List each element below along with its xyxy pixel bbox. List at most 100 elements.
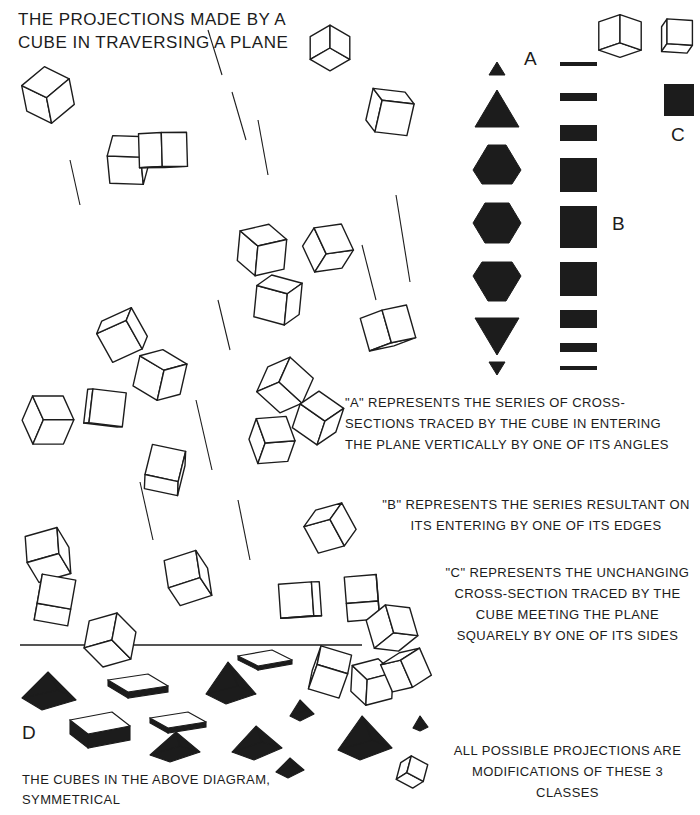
falling-cube (249, 416, 295, 463)
section-bar (560, 62, 597, 66)
corner-view-cube (310, 25, 350, 71)
section-bar (560, 206, 597, 248)
section-edge (150, 746, 200, 755)
section-edge (22, 690, 76, 700)
cube-face (330, 503, 356, 546)
section-pyramid (290, 700, 314, 721)
section-edge (362, 716, 372, 740)
falling-cube (308, 646, 351, 698)
section-top (70, 712, 130, 734)
cube-face (178, 451, 186, 495)
section-bar (560, 366, 597, 370)
section-edge (276, 766, 304, 772)
section-pyramid (22, 672, 76, 710)
explanatory-note: "A" REPRESENTS THE SERIES OF CROSS-SECTI… (345, 392, 690, 455)
falling-cube (292, 391, 343, 445)
section-edge (206, 686, 256, 694)
section-shape (473, 145, 521, 184)
section-edge (290, 758, 294, 766)
section-edge (290, 710, 314, 716)
falling-cube (237, 224, 286, 275)
section-edge (420, 716, 424, 725)
edge-view-cube (599, 15, 641, 58)
cube-face (330, 25, 350, 59)
section-square (664, 84, 694, 116)
cube-face (667, 19, 692, 45)
small-cube (396, 756, 427, 788)
section-edge (300, 700, 306, 710)
falling-cube (25, 528, 71, 583)
section-bar (560, 93, 597, 101)
cube-face (196, 550, 212, 595)
falling-cubes (22, 67, 432, 706)
section-face (150, 732, 200, 762)
falling-cube (133, 350, 187, 401)
trajectory-line (232, 92, 246, 140)
trajectory-lines (70, 30, 410, 560)
cube-face (139, 132, 163, 167)
trajectory-line (396, 195, 410, 282)
falling-cube (164, 550, 212, 605)
section-edge (413, 725, 428, 728)
cube-face (344, 575, 378, 604)
series-letter: A (524, 48, 554, 70)
angle-series (473, 62, 521, 375)
trajectory-line (70, 160, 80, 205)
falling-cube (144, 444, 185, 495)
section-pyramid (206, 662, 256, 704)
falling-cube (360, 305, 415, 351)
explanatory-note: "C" REPRESENTS THE UNCHANGING CROSS-SECT… (440, 562, 695, 646)
falling-cube (254, 275, 302, 325)
section-slab (108, 674, 168, 698)
cube-face (317, 408, 344, 444)
cube-face (161, 132, 187, 166)
series-letter: B (612, 213, 642, 235)
cube-face (279, 357, 313, 403)
section-edge (232, 742, 282, 752)
section-pyramid (232, 726, 282, 760)
cube-face (57, 528, 71, 574)
cube-face (107, 156, 143, 184)
cube-face (258, 441, 295, 464)
section-pyramid (413, 716, 428, 731)
section-top (150, 712, 206, 728)
cube-face (308, 665, 347, 699)
cube-face (620, 15, 641, 50)
falling-cube (34, 574, 76, 626)
falling-cube (278, 582, 321, 618)
series-letter: C (671, 124, 697, 146)
cube-face (375, 100, 414, 135)
section-face (338, 716, 392, 760)
cube-face (33, 396, 74, 420)
section-shape (473, 262, 521, 301)
falling-cube (84, 389, 127, 427)
section-bar (560, 158, 597, 192)
series-letter: D (22, 722, 52, 744)
face-view-cube (662, 19, 693, 53)
falling-cube (84, 613, 136, 667)
cube-face (255, 239, 287, 275)
falling-cube (97, 308, 148, 363)
cube-face (382, 305, 416, 343)
section-bar (560, 310, 597, 328)
falling-cube (22, 67, 75, 124)
cube-face (401, 648, 432, 687)
edge-series (560, 62, 597, 370)
falling-cube (381, 648, 432, 692)
section-face (413, 716, 428, 731)
section-shape (489, 62, 505, 75)
trajectory-line (218, 300, 230, 350)
section-shape (473, 203, 521, 243)
section-bar (560, 125, 597, 141)
section-edge (256, 726, 262, 742)
section-edge (48, 672, 58, 690)
cube-face (37, 574, 76, 609)
section-bar (560, 262, 597, 296)
section-shape (475, 318, 519, 355)
trajectory-line (238, 500, 250, 560)
section-pyramid (276, 758, 304, 778)
section-pyramid (338, 716, 392, 760)
cube-face (385, 605, 417, 636)
falling-cube (22, 396, 74, 444)
